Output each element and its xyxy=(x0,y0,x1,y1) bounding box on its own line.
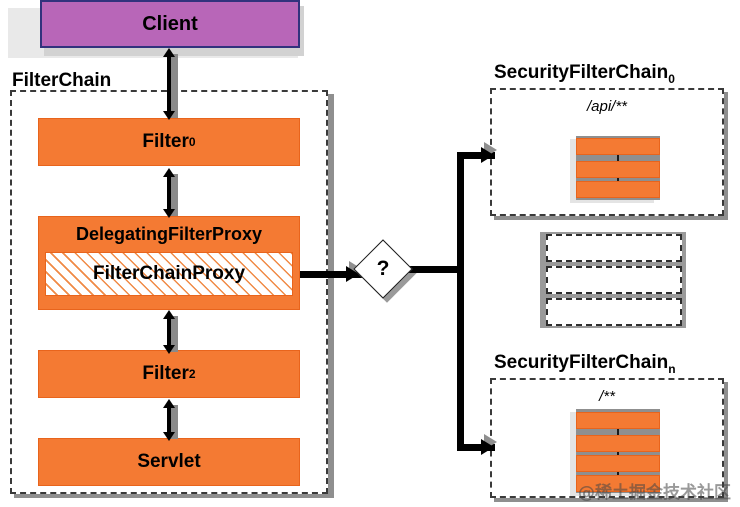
filter2-label: Filter xyxy=(142,363,189,384)
arrow-filter0-dfp xyxy=(163,168,179,218)
connector-diamond-out xyxy=(402,266,464,273)
connector-branch-bottom xyxy=(457,444,495,451)
connector-proxy-to-diamond xyxy=(300,271,362,278)
arrow-filter2-servlet xyxy=(163,399,179,441)
placeholder-row xyxy=(546,234,682,262)
connector-branch-top xyxy=(457,152,495,159)
delegating-filter-proxy-label: DelegatingFilterProxy xyxy=(75,224,263,244)
sfc0-filter-bar xyxy=(576,138,660,155)
securityfilterchainn-label: SecurityFilterChainn xyxy=(494,352,676,376)
servlet-label: Servlet xyxy=(137,451,201,472)
placeholder-row xyxy=(546,298,682,326)
filter-chain-proxy-label: FilterChainProxy xyxy=(92,263,246,284)
connector-branch-bottom-arrowhead xyxy=(481,439,494,455)
watermark: @稀土掘金技术社区 xyxy=(578,483,731,503)
sfcn-filter-stack[interactable] xyxy=(576,409,660,493)
sfcn-filter-bar xyxy=(576,435,660,452)
sfc0-filter-bar xyxy=(576,161,660,178)
sfcn-filter-bar xyxy=(576,455,660,472)
filter2-subscript: 2 xyxy=(188,367,196,381)
client-label: Client xyxy=(142,12,198,35)
decision-diamond[interactable]: ? xyxy=(353,239,413,299)
sfcn-filter-bar xyxy=(576,475,660,492)
sfcn-filter-bar xyxy=(576,412,660,429)
sfc0-filter-bar xyxy=(576,181,660,198)
arrow-client-filter0 xyxy=(163,48,179,120)
placeholder-row xyxy=(546,266,682,294)
client-box[interactable]: Client xyxy=(40,0,300,48)
connector-branch-top-arrowhead xyxy=(481,147,494,163)
filterchain-label: FilterChain xyxy=(12,70,112,91)
sfcn-gap-tick xyxy=(617,429,619,436)
filter0-subscript: 0 xyxy=(188,135,196,149)
sfc0-gap-tick xyxy=(617,155,619,162)
servlet-box[interactable]: Servlet xyxy=(38,438,300,486)
securityfilterchainn-pattern: /** xyxy=(599,388,615,405)
securityfilterchain0-pattern: /api/** xyxy=(586,98,628,115)
filter-chain-proxy-box[interactable]: FilterChainProxy xyxy=(45,252,293,296)
decision-label: ? xyxy=(376,257,390,280)
sfc0-filter-stack[interactable] xyxy=(576,136,660,200)
connector-branch-trunk xyxy=(457,152,464,451)
securityfilterchain0-label: SecurityFilterChain0 xyxy=(494,62,675,86)
arrow-dfp-filter2 xyxy=(163,310,179,354)
filter0-label: Filter xyxy=(142,131,189,152)
